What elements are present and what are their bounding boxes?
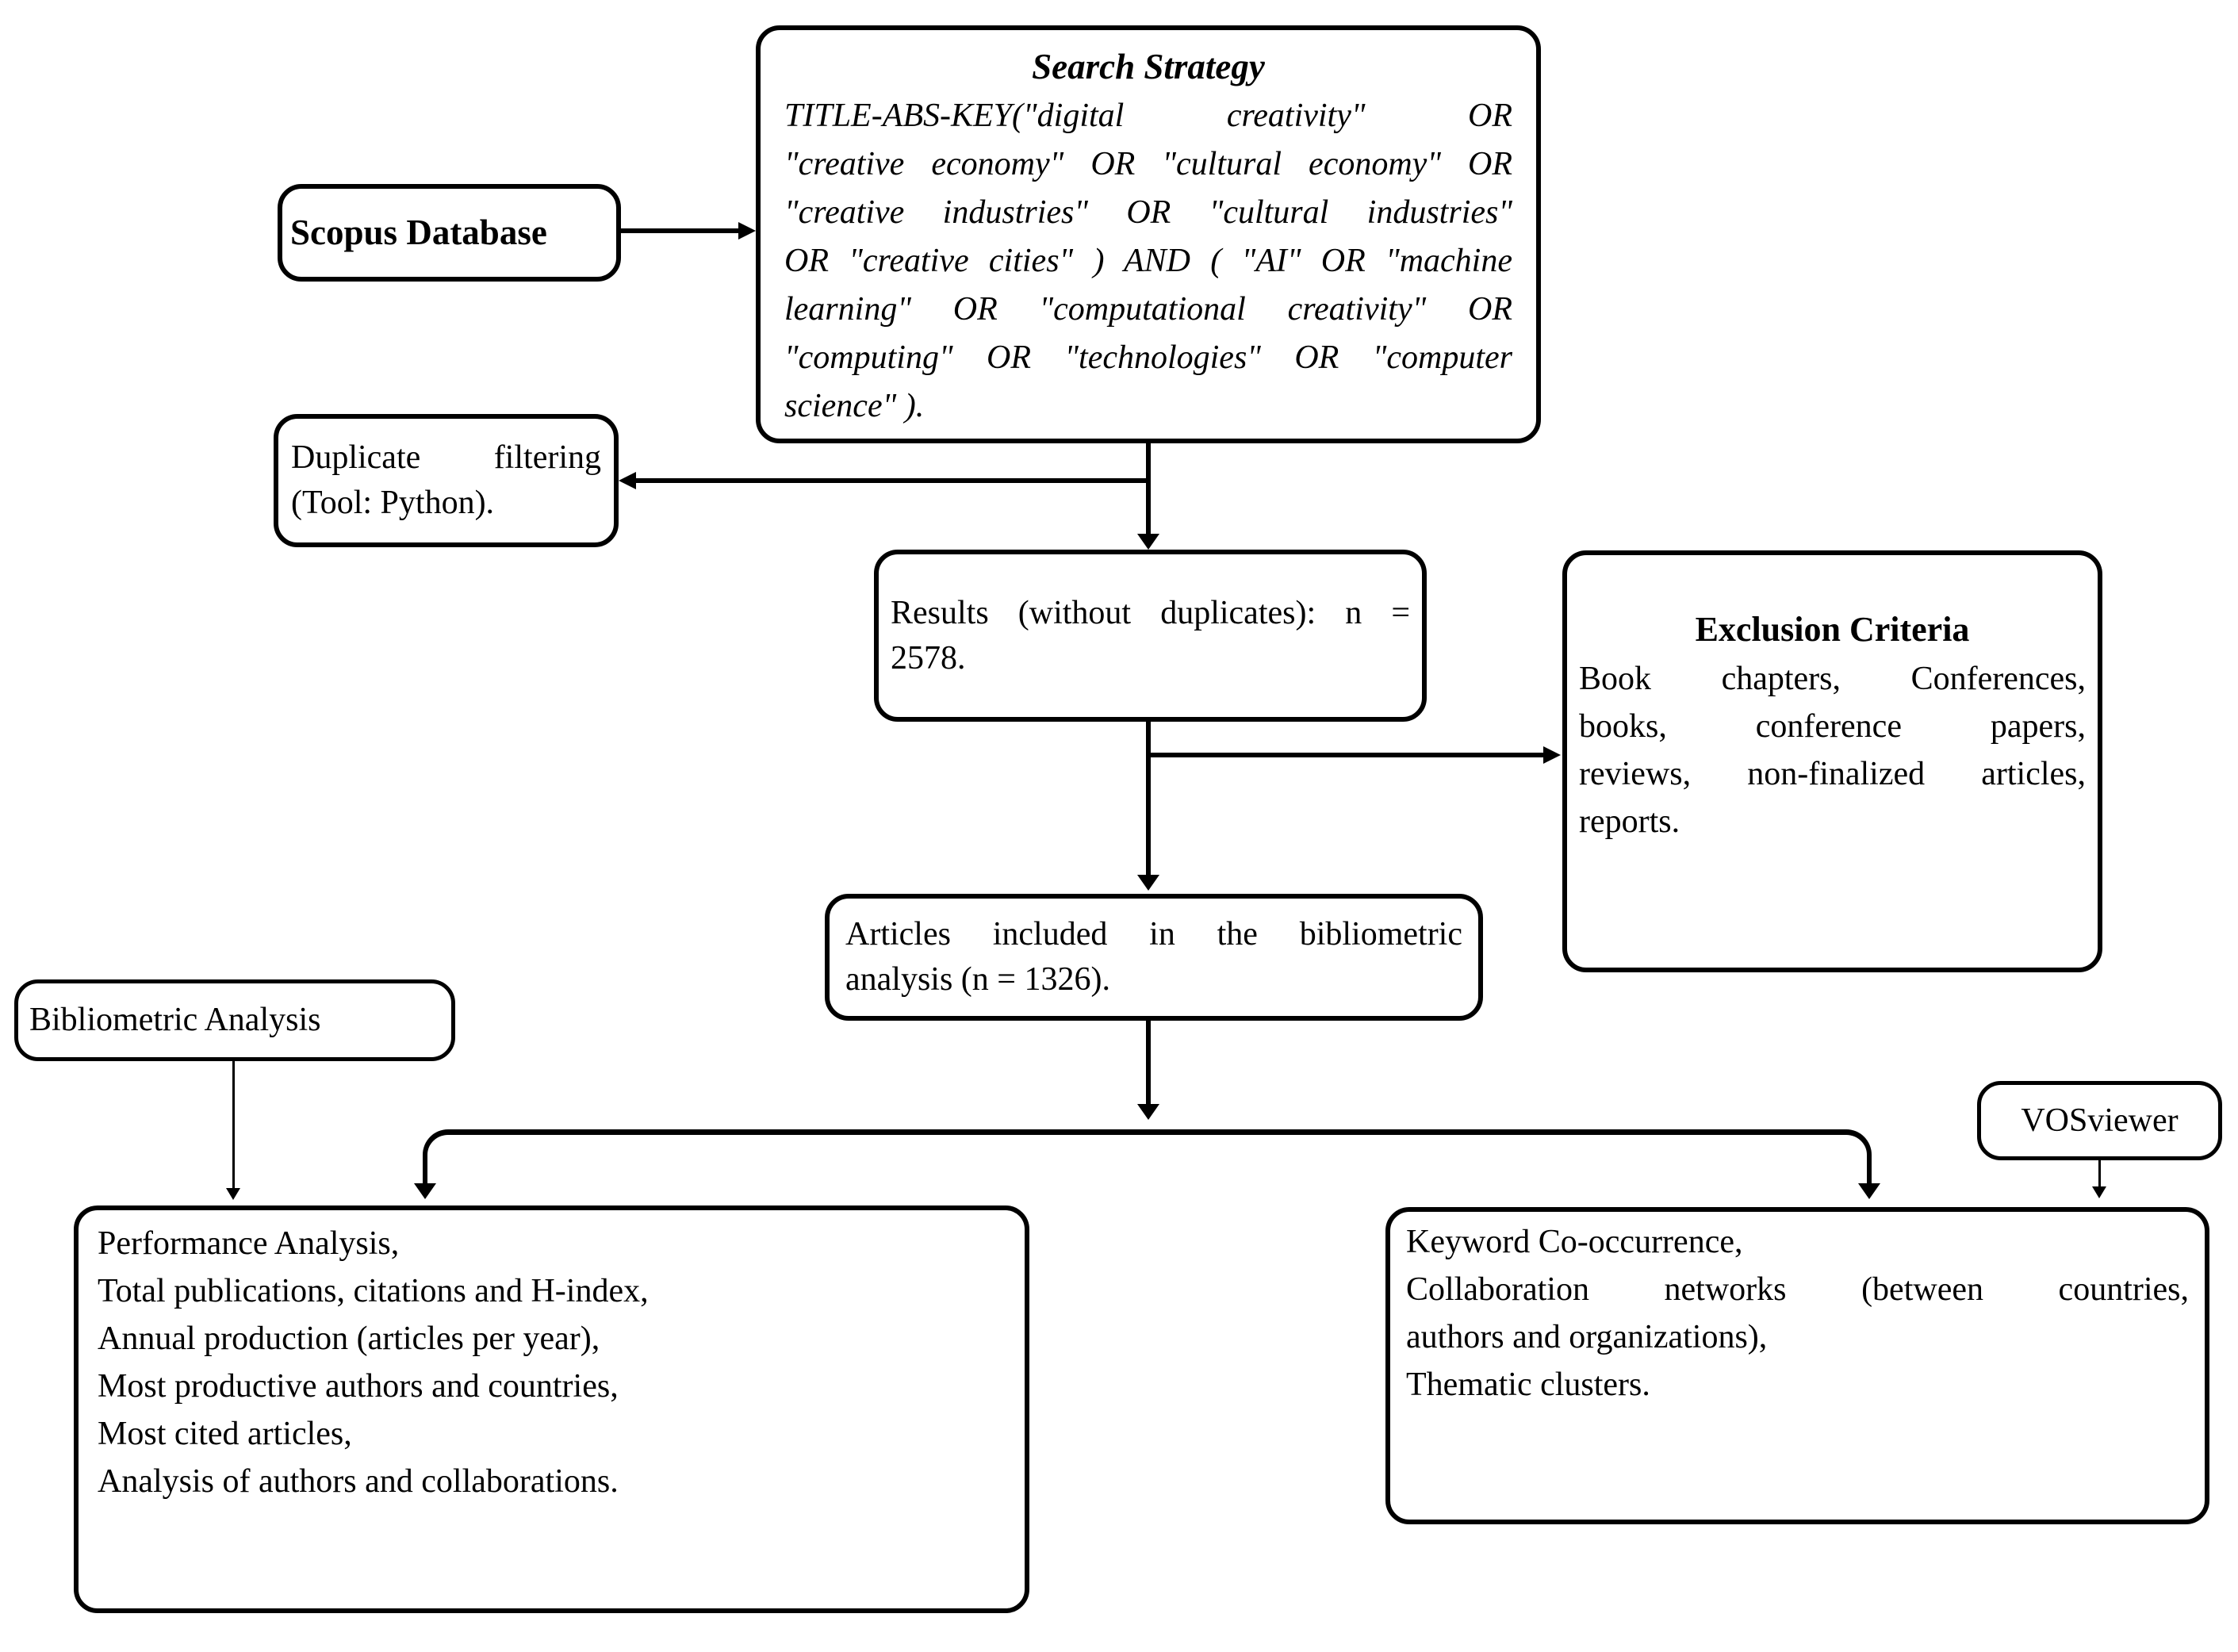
exclusion-criteria-line: Book chapters, Conferences, xyxy=(1579,661,2086,697)
connector-search-to-results-line xyxy=(1146,440,1151,534)
performance-analysis-line: Annual production (articles per year), xyxy=(98,1320,600,1357)
keyword-cooccurrence-line: Keyword Co-occurrence, xyxy=(1406,1224,1743,1260)
search-strategy-line: learning" OR "computational creativity" … xyxy=(784,291,1512,328)
results-node: Results (without duplicates): n = 2578. xyxy=(874,550,1427,722)
arrowhead-left-icon xyxy=(619,472,636,489)
search-strategy-line: OR "creative cities" ) AND ( "AI" OR "ma… xyxy=(784,243,1512,279)
results-line: Results (without duplicates): n = xyxy=(891,594,1410,631)
connector-vosviewer-to-keyword-line xyxy=(2098,1158,2101,1186)
arrowhead-down-icon xyxy=(1137,1104,1159,1120)
exclusion-criteria-line: books, conference papers, xyxy=(1579,708,2086,745)
articles-included-line: analysis (n = 1326). xyxy=(845,961,1110,998)
search-strategy-line: "creative economy" OR "cultural economy"… xyxy=(784,146,1512,182)
duplicate-filtering-line: Duplicate filtering xyxy=(291,439,601,476)
connector-bibliometric-to-performance-line xyxy=(232,1061,235,1188)
search-strategy-node: Search Strategy TITLE-ABS-KEY("digital c… xyxy=(756,25,1541,443)
arrowhead-down-icon xyxy=(226,1188,240,1200)
bibliometric-analysis-node: Bibliometric Analysis xyxy=(14,979,455,1061)
articles-included-node: Articles included in the bibliometric an… xyxy=(825,894,1483,1021)
scopus-database-node: Scopus Database xyxy=(278,184,621,282)
search-strategy-line: science" ). xyxy=(784,388,925,424)
bibliometric-analysis-label: Bibliometric Analysis xyxy=(29,1002,321,1038)
exclusion-criteria-title: Exclusion Criteria xyxy=(1695,610,1970,649)
arrowhead-right-icon xyxy=(1543,746,1561,764)
arrowhead-down-icon xyxy=(414,1183,436,1199)
performance-analysis-line: Performance Analysis, xyxy=(98,1225,400,1262)
vosviewer-node: VOSviewer xyxy=(1977,1081,2222,1160)
performance-analysis-line: Analysis of authors and collaborations. xyxy=(98,1463,619,1500)
arrowhead-down-icon xyxy=(2092,1186,2106,1198)
search-strategy-line: "computing" OR "technologies" OR "comput… xyxy=(784,339,1512,376)
connector-results-to-articles-line xyxy=(1146,722,1151,875)
vosviewer-label: VOSviewer xyxy=(2021,1102,2179,1139)
performance-analysis-line: Most productive authors and countries, xyxy=(98,1368,619,1405)
articles-included-line: Articles included in the bibliometric xyxy=(845,916,1462,952)
connector-scopus-to-search-line xyxy=(621,228,738,233)
arrowhead-down-icon xyxy=(1858,1183,1880,1199)
duplicate-filtering-node: Duplicate filtering (Tool: Python). xyxy=(274,414,619,547)
exclusion-criteria-line: reviews, non-finalized articles, xyxy=(1579,756,2086,792)
search-strategy-title: Search Strategy xyxy=(1032,47,1265,86)
keyword-cooccurrence-node: Keyword Co-occurrence, Collaboration net… xyxy=(1385,1207,2209,1524)
keyword-cooccurrence-line: Collaboration networks (between countrie… xyxy=(1406,1271,2189,1308)
search-strategy-line: TITLE-ABS-KEY("digital creativity" OR xyxy=(784,98,1512,134)
search-strategy-line: "creative industries" OR "cultural indus… xyxy=(784,194,1512,231)
keyword-cooccurrence-line: authors and organizations), xyxy=(1406,1319,1768,1355)
keyword-cooccurrence-line: Thematic clusters. xyxy=(1406,1366,1650,1403)
performance-analysis-node: Performance Analysis, Total publications… xyxy=(74,1205,1029,1613)
performance-analysis-line: Total publications, citations and H-inde… xyxy=(98,1273,649,1309)
performance-analysis-line: Most cited articles, xyxy=(98,1416,352,1452)
connector-articles-to-branch-line xyxy=(1146,1021,1151,1104)
arrowhead-right-icon xyxy=(738,222,756,240)
connector-to-exclusion-line xyxy=(1148,753,1543,757)
connector-to-duplicate-filtering-line xyxy=(636,478,1148,483)
branch-connector-line xyxy=(423,1129,1872,1190)
exclusion-criteria-node: Exclusion Criteria Book chapters, Confer… xyxy=(1562,550,2102,972)
exclusion-criteria-line: reports. xyxy=(1579,803,1680,840)
arrowhead-down-icon xyxy=(1137,534,1159,550)
duplicate-filtering-line: (Tool: Python). xyxy=(291,485,495,521)
results-line: 2578. xyxy=(891,639,966,677)
arrowhead-down-icon xyxy=(1137,875,1159,891)
scopus-database-label: Scopus Database xyxy=(290,213,547,252)
